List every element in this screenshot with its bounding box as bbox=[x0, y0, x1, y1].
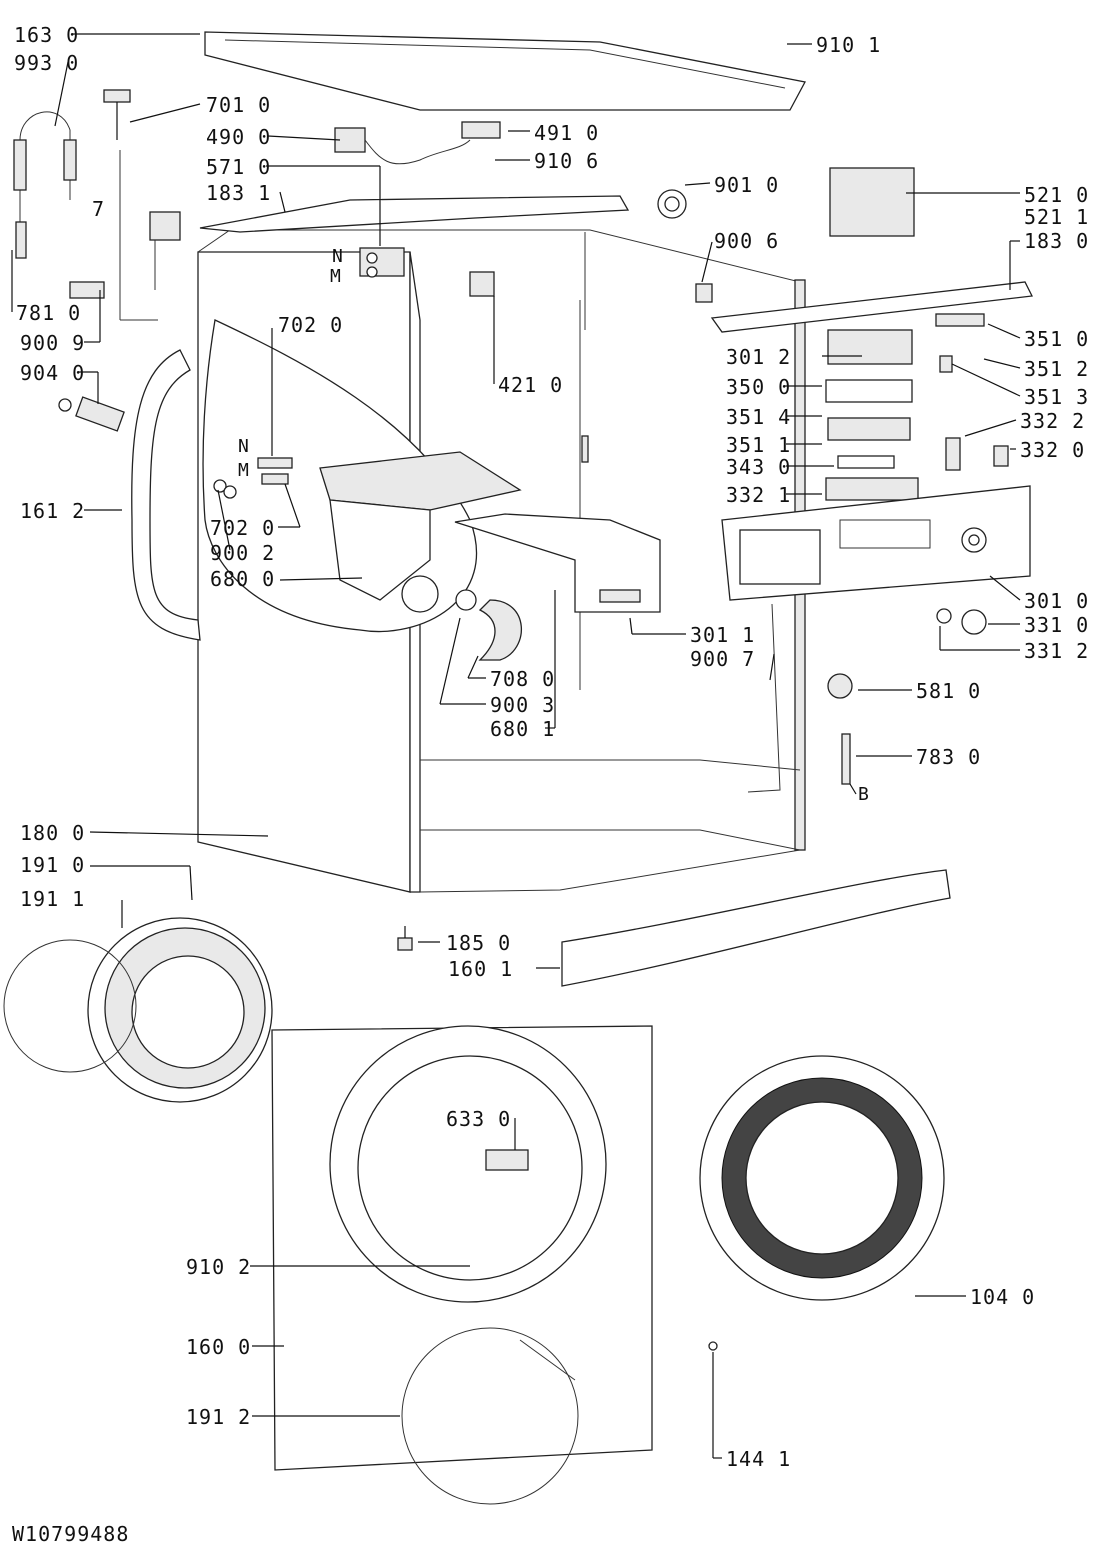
callout-301-1: 301 1 bbox=[690, 623, 755, 647]
display-board bbox=[825, 313, 1009, 501]
callout-343-0: 343 0 bbox=[726, 455, 791, 479]
callout-490-0: 490 0 bbox=[206, 125, 271, 149]
callout-900-7: 900 7 bbox=[690, 647, 755, 671]
callout-labels: 163 0 993 0 7 701 0 490 0 491 0 910 6 57… bbox=[14, 23, 1089, 1471]
callout-680-0: 680 0 bbox=[210, 567, 275, 591]
wire-m-marker: M bbox=[238, 460, 249, 481]
door-lock bbox=[485, 1149, 529, 1171]
callout-331-2: 331 2 bbox=[1024, 639, 1089, 663]
door-assembly bbox=[699, 1055, 945, 1301]
callout-185-0: 185 0 bbox=[446, 931, 511, 955]
callout-421-0: 421 0 bbox=[498, 373, 563, 397]
callout-904-0: 904 0 bbox=[20, 361, 85, 385]
callout-7: 7 bbox=[92, 197, 105, 221]
callout-702-0-b: 702 0 bbox=[210, 516, 275, 540]
foot-screw bbox=[397, 926, 413, 951]
callout-191-1: 191 1 bbox=[20, 887, 85, 911]
control-panel-fascia bbox=[721, 485, 1031, 601]
callout-680-1: 680 1 bbox=[490, 717, 555, 741]
drain-bellow-hose bbox=[455, 589, 522, 661]
callout-781-0: 781 0 bbox=[16, 301, 81, 325]
callout-191-2: 191 2 bbox=[186, 1405, 251, 1429]
inlet-hose bbox=[13, 111, 77, 259]
callout-332-2: 332 2 bbox=[1020, 409, 1085, 433]
callout-993-0: 993 0 bbox=[14, 51, 79, 75]
callout-910-6: 910 6 bbox=[534, 149, 599, 173]
hose-clip bbox=[69, 281, 105, 299]
callout-104-0: 104 0 bbox=[970, 1285, 1035, 1309]
selector-knob bbox=[936, 608, 987, 635]
b-marker: B bbox=[858, 784, 869, 805]
callout-900-9: 900 9 bbox=[20, 331, 85, 355]
front-panel bbox=[271, 1025, 653, 1471]
callout-301-2: 301 2 bbox=[726, 345, 791, 369]
callout-900-3: 900 3 bbox=[490, 693, 555, 717]
hose-clamp-right bbox=[695, 283, 713, 303]
callout-900-6: 900 6 bbox=[714, 229, 779, 253]
callout-160-0: 160 0 bbox=[186, 1335, 251, 1359]
door-seal bbox=[3, 917, 273, 1103]
callout-331-0: 331 0 bbox=[1024, 613, 1089, 637]
hose-connector bbox=[149, 211, 181, 290]
callout-633-0: 633 0 bbox=[446, 1107, 511, 1131]
callout-183-0: 183 0 bbox=[1024, 229, 1089, 253]
door-lock-cap bbox=[657, 189, 687, 219]
callout-702-0-a: 702 0 bbox=[278, 313, 343, 337]
callout-301-0: 301 0 bbox=[1024, 589, 1089, 613]
document-id: W10799488 bbox=[12, 1522, 130, 1546]
drain-pump-filter bbox=[58, 396, 125, 432]
callout-160-1: 160 1 bbox=[448, 957, 513, 981]
wiring-harness-connectors bbox=[213, 457, 293, 499]
dispenser-drawer bbox=[454, 513, 661, 613]
power-cord bbox=[334, 127, 471, 165]
callout-708-0: 708 0 bbox=[490, 667, 555, 691]
callout-350-0: 350 0 bbox=[726, 375, 791, 399]
callout-351-1: 351 1 bbox=[726, 433, 791, 457]
leader-lines bbox=[11, 33, 1021, 1459]
callout-351-0: 351 0 bbox=[1024, 327, 1089, 351]
capacitor bbox=[469, 271, 495, 297]
control-rail bbox=[710, 281, 1033, 333]
callout-521-1: 521 1 bbox=[1024, 205, 1089, 229]
screen-rod bbox=[841, 733, 851, 785]
callout-581-0: 581 0 bbox=[916, 679, 981, 703]
water-inlet-valve bbox=[359, 247, 405, 278]
callout-332-0: 332 0 bbox=[1020, 438, 1085, 462]
callout-183-1: 183 1 bbox=[206, 181, 271, 205]
callout-144-1: 144 1 bbox=[726, 1447, 791, 1471]
top-cover bbox=[204, 31, 806, 111]
callout-351-2: 351 2 bbox=[1024, 357, 1089, 381]
door-spring bbox=[401, 1327, 579, 1505]
hinge-screw bbox=[708, 1341, 718, 1351]
door-seal-hose bbox=[131, 349, 201, 641]
callout-783-0: 783 0 bbox=[916, 745, 981, 769]
callout-901-0: 901 0 bbox=[714, 173, 779, 197]
callout-910-1: 910 1 bbox=[816, 33, 881, 57]
callout-910-2: 910 2 bbox=[186, 1255, 251, 1279]
kick-plate bbox=[561, 869, 951, 987]
callout-180-0: 180 0 bbox=[20, 821, 85, 845]
cabinet-frame bbox=[197, 195, 806, 893]
valve-m-marker: M bbox=[330, 266, 341, 287]
valve-n-marker: N bbox=[332, 246, 343, 267]
suppressor bbox=[461, 121, 501, 139]
callout-163-0: 163 0 bbox=[14, 23, 79, 47]
callout-351-3: 351 3 bbox=[1024, 385, 1089, 409]
dispenser-housing bbox=[319, 451, 522, 613]
pressure-switch bbox=[827, 673, 853, 699]
callout-332-1: 332 1 bbox=[726, 483, 791, 507]
callout-571-0: 571 0 bbox=[206, 155, 271, 179]
callout-161-2: 161 2 bbox=[20, 499, 85, 523]
callout-491-0: 491 0 bbox=[534, 121, 599, 145]
wire-n-marker: N bbox=[238, 436, 249, 457]
leveling-wrench bbox=[103, 89, 158, 321]
main-control-board bbox=[829, 167, 915, 237]
wire-harness-panel bbox=[747, 603, 781, 793]
callout-351-4: 351 4 bbox=[726, 405, 791, 429]
callout-701-0: 701 0 bbox=[206, 93, 271, 117]
callout-900-2: 900 2 bbox=[210, 541, 275, 565]
callout-521-0: 521 0 bbox=[1024, 183, 1089, 207]
callout-191-0: 191 0 bbox=[20, 853, 85, 877]
